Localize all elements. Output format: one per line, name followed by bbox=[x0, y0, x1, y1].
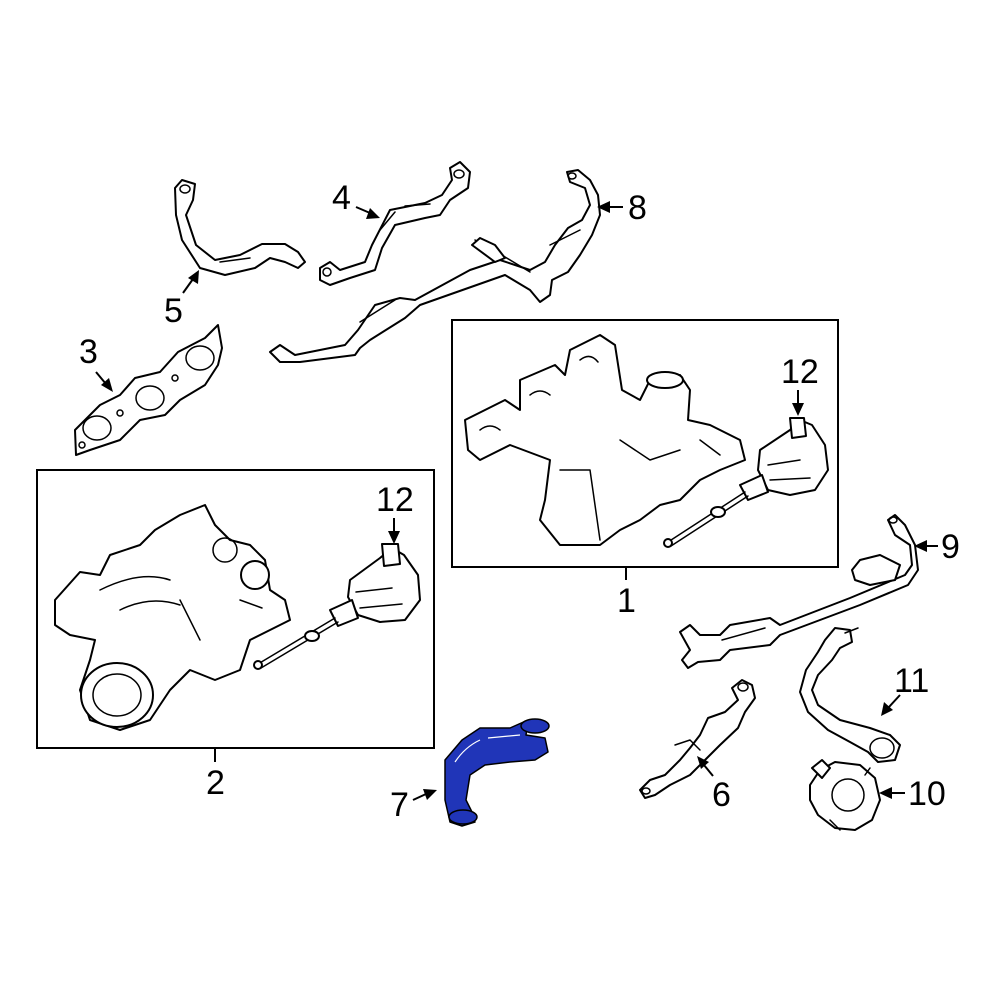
callout-8: 8 bbox=[628, 189, 647, 227]
callout-10: 10 bbox=[908, 775, 946, 813]
arrow-11 bbox=[881, 702, 893, 716]
exhaust-manifold[interactable] bbox=[464, 334, 746, 546]
manifold-gasket[interactable] bbox=[74, 324, 223, 456]
callout-12-upper: 12 bbox=[781, 353, 819, 391]
turbocharger[interactable] bbox=[54, 504, 291, 731]
assembly-box-1 bbox=[451, 319, 839, 568]
water-pump-10[interactable] bbox=[809, 759, 881, 831]
arrow-6 bbox=[697, 756, 709, 769]
coolant-hose-11[interactable] bbox=[799, 627, 901, 763]
hose-end-bottom bbox=[448, 809, 478, 825]
leader-3 bbox=[95, 371, 107, 385]
leader-7 bbox=[412, 793, 427, 801]
callout-6: 6 bbox=[712, 776, 731, 814]
wastegate-actuator-lower[interactable] bbox=[253, 543, 421, 670]
coolant-pipe-8[interactable] bbox=[269, 169, 601, 363]
wastegate-actuator-upper[interactable] bbox=[663, 417, 829, 548]
hose-end-top bbox=[520, 718, 550, 734]
arrow-9 bbox=[914, 540, 927, 552]
arrow-10 bbox=[879, 787, 892, 799]
oil-return-pipe-6[interactable] bbox=[639, 679, 756, 799]
arrow-5 bbox=[188, 270, 199, 284]
arrow-12b bbox=[388, 531, 400, 544]
callout-2: 2 bbox=[206, 764, 225, 802]
leader-5 bbox=[182, 278, 194, 294]
leader-11 bbox=[888, 694, 901, 708]
leader-4 bbox=[355, 206, 371, 214]
callout-5: 5 bbox=[164, 292, 183, 330]
oil-pipe-5[interactable] bbox=[174, 179, 306, 276]
oil-pipe-4[interactable] bbox=[319, 161, 471, 286]
leader-6 bbox=[703, 764, 714, 777]
callout-1: 1 bbox=[617, 582, 636, 620]
arrow-12a bbox=[792, 403, 804, 416]
callout-7: 7 bbox=[390, 786, 409, 824]
assembly-box-2 bbox=[36, 469, 435, 749]
callout-3: 3 bbox=[79, 333, 98, 371]
arrow-8 bbox=[597, 201, 610, 213]
callout-4: 4 bbox=[332, 179, 351, 217]
hose-body bbox=[444, 719, 549, 827]
callout-9: 9 bbox=[941, 528, 960, 566]
callout-11: 11 bbox=[894, 662, 929, 700]
arrow-3 bbox=[101, 378, 113, 392]
arrow-7 bbox=[423, 789, 437, 800]
callout-12-lower: 12 bbox=[376, 481, 414, 519]
coolant-pipe-9[interactable] bbox=[679, 514, 919, 669]
arrow-4 bbox=[366, 208, 380, 219]
intake-hose-highlighted[interactable] bbox=[444, 718, 550, 827]
